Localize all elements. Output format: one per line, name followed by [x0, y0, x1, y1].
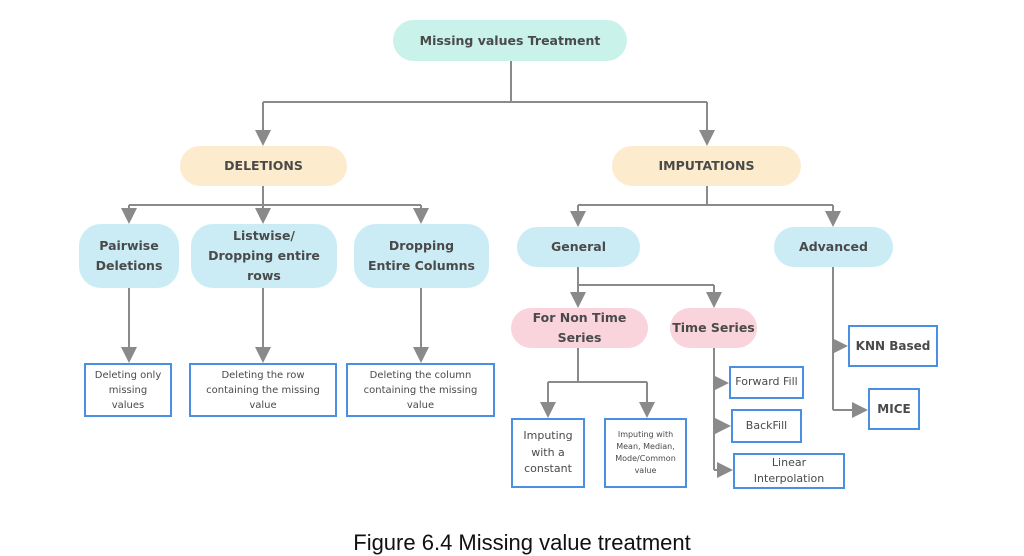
leaf-knn: KNN Based [848, 325, 938, 367]
leaf-deleting-column: Deleting the column containing the missi… [346, 363, 495, 417]
time-series-node: Time Series [670, 308, 757, 348]
non-time-series-node: For Non Time Series [511, 308, 648, 348]
listwise-node: Listwise/ Dropping entire rows [191, 224, 337, 288]
leaf-imputing-constant: Imputing with a constant [511, 418, 585, 488]
deletions-node: DELETIONS [180, 146, 347, 186]
leaf-linear-interpolation: Linear Interpolation [733, 453, 845, 489]
figure-caption: Figure 6.4 Missing value treatment [353, 530, 691, 555]
leaf-backfill: BackFill [731, 409, 802, 443]
advanced-node: Advanced [774, 227, 893, 267]
root-node: Missing values Treatment [393, 20, 627, 61]
leaf-mice: MICE [868, 388, 920, 430]
leaf-forward-fill: Forward Fill [729, 366, 804, 399]
dropping-columns-node: Dropping Entire Columns [354, 224, 489, 288]
leaf-imputing-mean: Imputing with Mean, Median, Mode/Common … [604, 418, 687, 488]
pairwise-node: Pairwise Deletions [79, 224, 179, 288]
general-node: General [517, 227, 640, 267]
imputations-node: IMPUTATIONS [612, 146, 801, 186]
leaf-deleting-only: Deleting only missing values [84, 363, 172, 417]
leaf-deleting-row: Deleting the row containing the missing … [189, 363, 337, 417]
